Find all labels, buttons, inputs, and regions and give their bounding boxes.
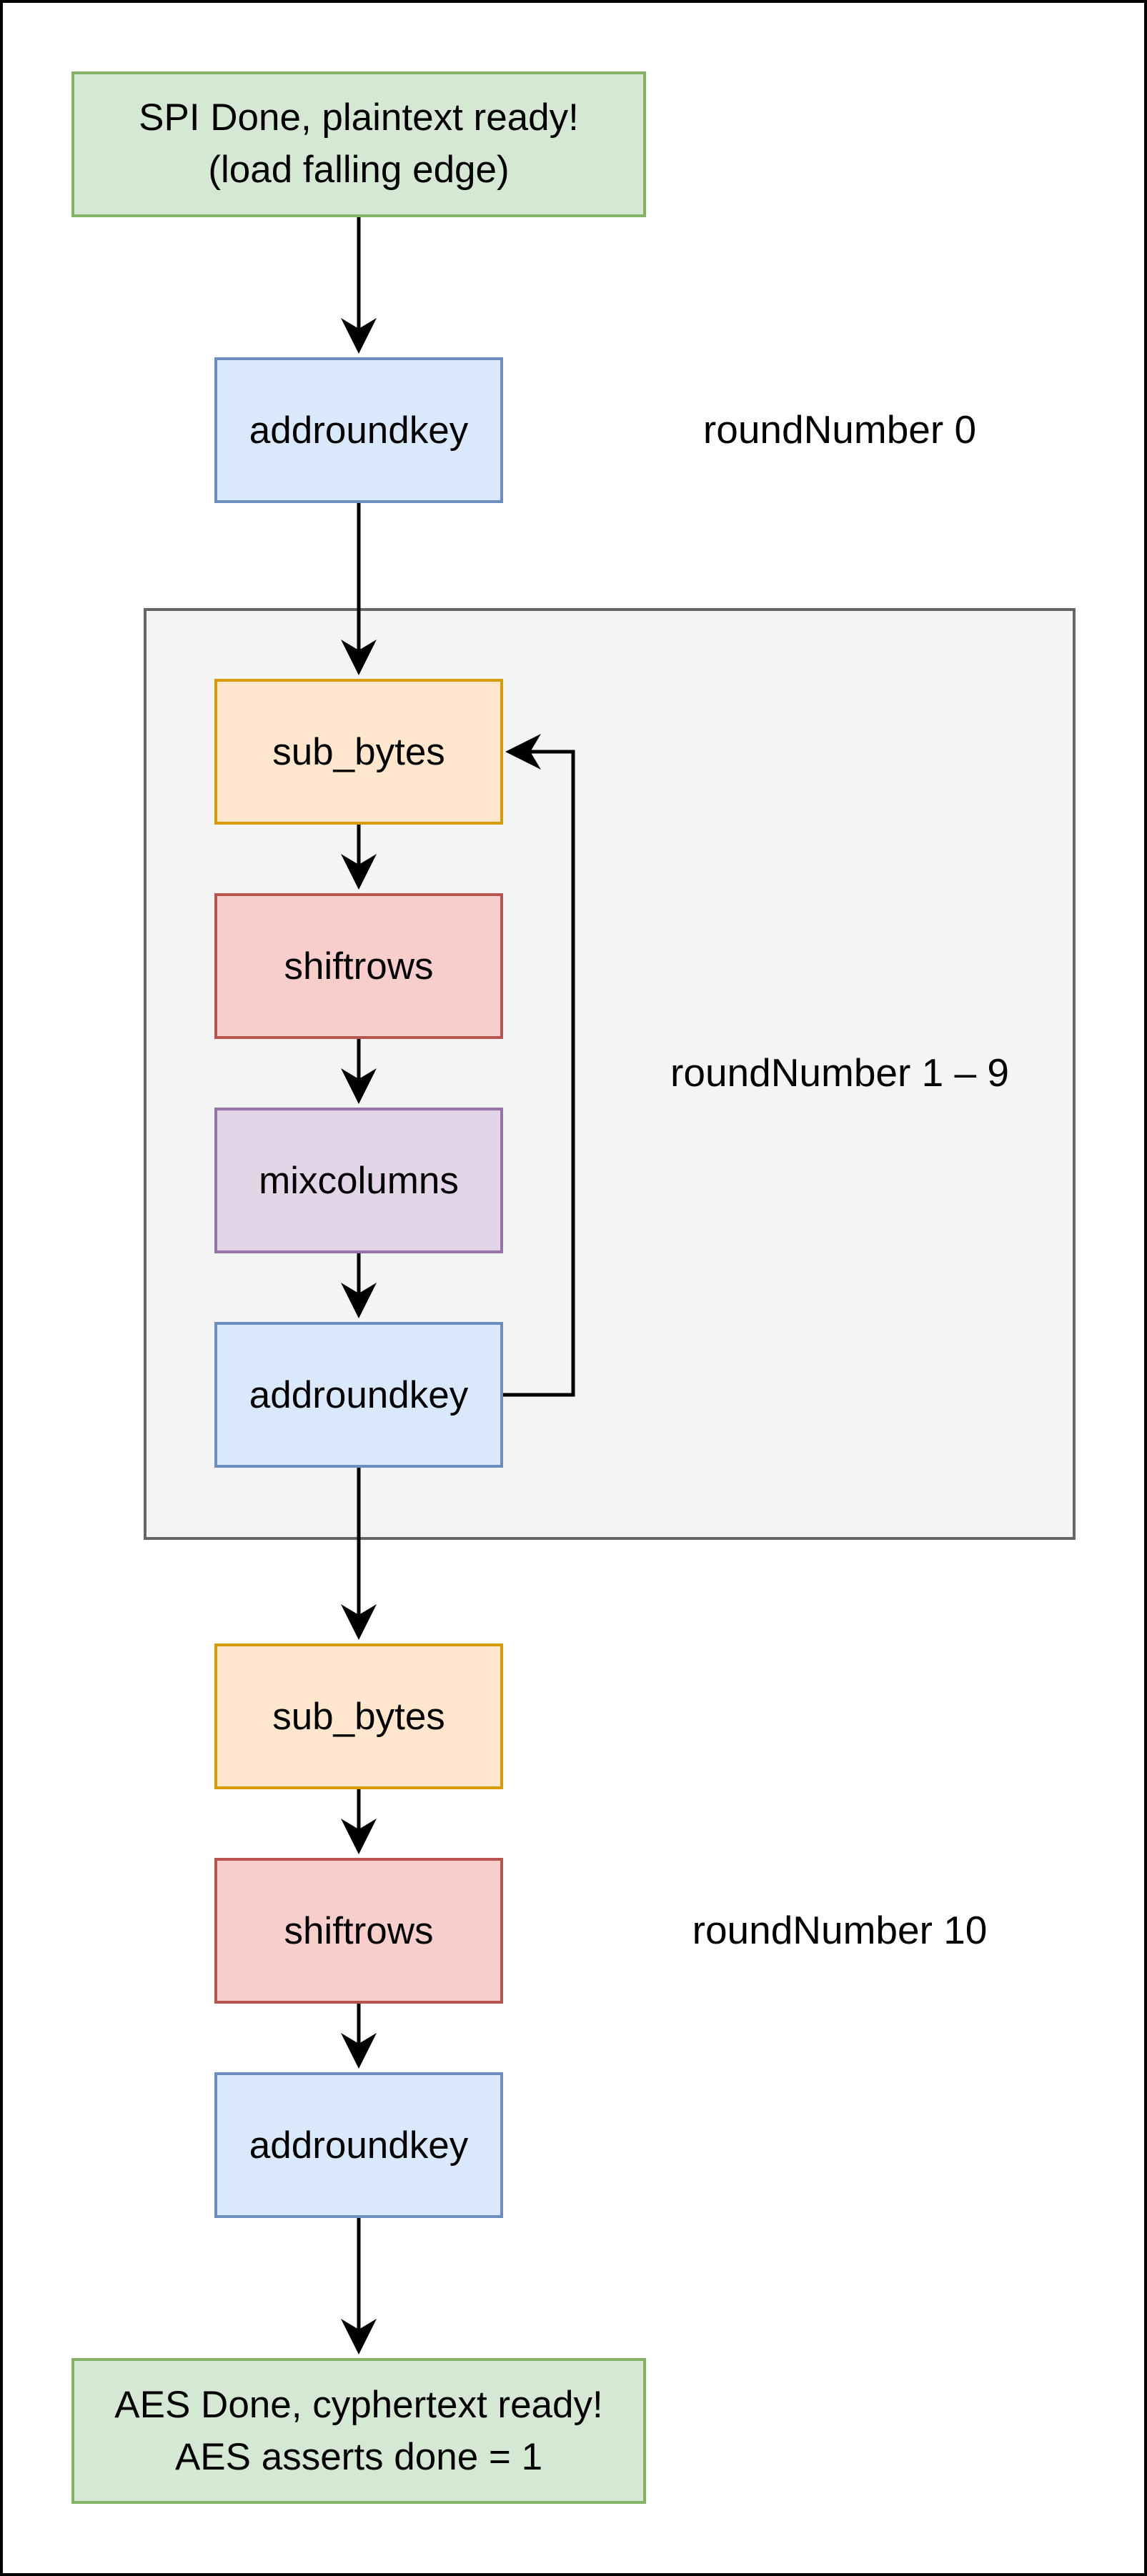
end-line-1: AES Done, cyphertext ready! bbox=[114, 2384, 602, 2426]
round0-addroundkey-label: addroundkey bbox=[249, 409, 469, 452]
rounds-shiftrows-node: shiftrows bbox=[214, 893, 503, 1039]
round10-subbytes-label: sub_bytes bbox=[272, 1696, 445, 1738]
rounds-addroundkey-node: addroundkey bbox=[214, 1322, 503, 1468]
rounds-mixcolumns-label: mixcolumns bbox=[259, 1160, 459, 1202]
round0-label: roundNumber 0 bbox=[703, 407, 976, 452]
rounds-mixcolumns-node: mixcolumns bbox=[214, 1108, 503, 1253]
start-node: SPI Done, plaintext ready! (load falling… bbox=[71, 71, 646, 217]
rounds-addroundkey-label: addroundkey bbox=[249, 1374, 469, 1416]
rounds-1-9-label: roundNumber 1 – 9 bbox=[670, 1050, 1009, 1095]
round10-shiftrows-label: shiftrows bbox=[284, 1910, 433, 1952]
loop-back-arrow bbox=[502, 734, 575, 1397]
connectors bbox=[341, 216, 575, 2354]
end-node: AES Done, cyphertext ready! AES asserts … bbox=[71, 2358, 646, 2504]
end-line-2: AES asserts done = 1 bbox=[175, 2436, 542, 2478]
round10-addroundkey-label: addroundkey bbox=[249, 2124, 469, 2167]
round0-addroundkey-node: addroundkey bbox=[214, 357, 503, 503]
round10-subbytes-node: sub_bytes bbox=[214, 1643, 503, 1789]
start-line-1: SPI Done, plaintext ready! bbox=[139, 96, 579, 139]
round10-addroundkey-node: addroundkey bbox=[214, 2072, 503, 2218]
rounds-shiftrows-label: shiftrows bbox=[284, 945, 433, 988]
round10-shiftrows-node: shiftrows bbox=[214, 1858, 503, 2004]
rounds-subbytes-label: sub_bytes bbox=[272, 731, 445, 773]
start-line-2: (load falling edge) bbox=[208, 149, 509, 191]
round10-label: roundNumber 10 bbox=[692, 1908, 988, 1952]
rounds-subbytes-node: sub_bytes bbox=[214, 679, 503, 825]
